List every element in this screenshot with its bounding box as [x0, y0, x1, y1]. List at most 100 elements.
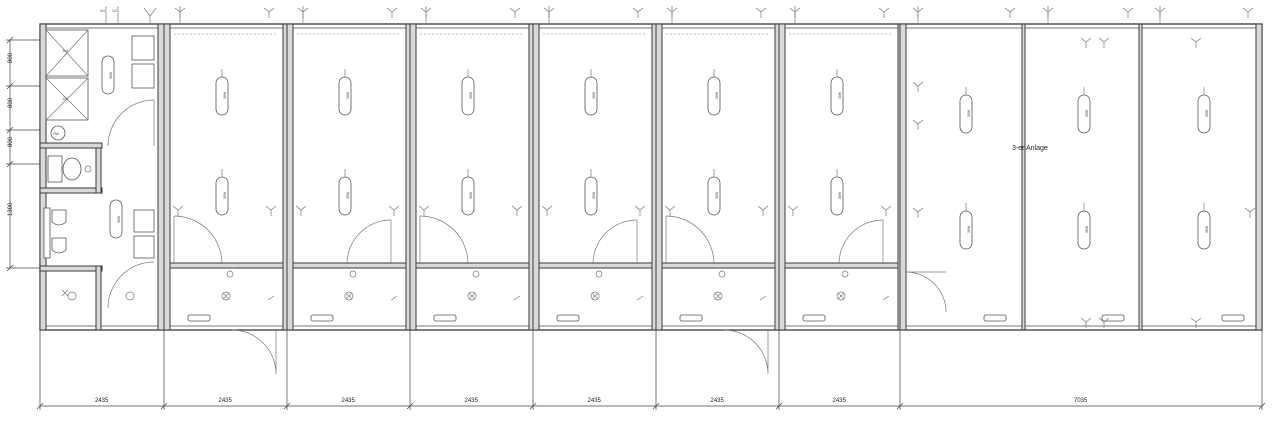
light-switch-icon [467, 291, 477, 301]
sensor-icon [390, 295, 398, 301]
interior-partition [292, 262, 407, 269]
shower-label: DU [63, 49, 69, 53]
light-switch-icon [345, 292, 353, 300]
dimension-tick [896, 402, 904, 410]
socket-icon [912, 119, 924, 130]
socket-icon [388, 205, 400, 216]
dimension-label: 2435 [588, 398, 602, 404]
door-swing [346, 219, 392, 265]
dimension-label: 800 [8, 136, 14, 147]
socket-icon [1098, 37, 1110, 48]
heater-icon [802, 314, 826, 322]
heater-icon [310, 314, 334, 322]
lamp-icon [101, 55, 115, 95]
lamp-label: 36W [838, 91, 842, 99]
socket-icon [880, 205, 892, 216]
module-wall [286, 23, 294, 331]
socket-icon [878, 7, 890, 18]
office-module: 36W 36W [286, 6, 411, 331]
heater-icon [1221, 314, 1245, 322]
lamp-label: 36W [1205, 109, 1209, 117]
dimension-label: 800 [8, 52, 14, 63]
module-wall [651, 23, 657, 331]
dimension-tick [529, 402, 537, 410]
module-wall [532, 23, 540, 331]
lamp-label: 36W [469, 91, 473, 99]
socket-icon [634, 205, 646, 216]
heater-icon [433, 314, 457, 322]
door-swing [665, 215, 715, 265]
dimension-label: 2435 [833, 398, 847, 404]
dimension-label: 1300 [8, 202, 14, 216]
door-swing [592, 219, 638, 265]
shower-label: DU [63, 97, 69, 101]
dimension-label: 2435 [465, 398, 479, 404]
dimension-label: 2435 [95, 398, 109, 404]
socket-icon [265, 205, 277, 216]
socket-icon [226, 270, 234, 278]
light-switch-icon [714, 292, 722, 300]
dimension-tick [1258, 402, 1266, 410]
heater-icon [983, 314, 1007, 322]
urinal-icon [51, 237, 67, 254]
interior-partition [784, 262, 899, 269]
heater-icon [1101, 314, 1125, 322]
room-label: 3-er Anlage [1012, 145, 1048, 152]
socket-icon [1098, 317, 1110, 328]
socket-icon [541, 205, 553, 216]
socket-icon [263, 7, 275, 18]
lamp-label: 36W [715, 91, 719, 99]
dimension-tick [6, 126, 14, 134]
socket-icon [1122, 7, 1134, 18]
socket-icon [1080, 37, 1092, 48]
socket-icon [1242, 7, 1254, 18]
valve-label: 3/4 [100, 9, 105, 13]
socket-icon [511, 205, 523, 216]
lamp-label: 36W [346, 91, 350, 99]
dimension-tick [36, 402, 44, 410]
light-switch-icon [837, 292, 845, 300]
sanitary-module: DU DU HW 36W 36W 3/4 [39, 6, 165, 331]
socket-icon [172, 205, 184, 216]
module-wall [163, 23, 171, 331]
dimension-label: 2435 [342, 398, 356, 404]
door-swing [419, 215, 469, 265]
lamp-label: 36W [715, 191, 719, 199]
socket-icon [295, 205, 307, 216]
lamp-label: 36W [592, 91, 596, 99]
outer-wall [39, 23, 1263, 331]
lamp-label: 36W [223, 191, 227, 199]
toilet-icon [62, 157, 82, 181]
dimension-tick [6, 160, 14, 168]
socket-icon [1244, 207, 1256, 218]
sensor-icon [882, 295, 890, 301]
lamp-label: 36W [1085, 225, 1089, 233]
wash-basin [131, 63, 155, 89]
lamp-label: 36W [592, 191, 596, 199]
socket-icon [755, 7, 767, 18]
door-swing [905, 271, 947, 313]
socket-icon [632, 7, 644, 18]
lamp-label: 36W [346, 191, 350, 199]
module-wall [778, 23, 786, 331]
door-swing [107, 261, 155, 309]
dimension-label: 7035 [1074, 398, 1088, 404]
lamp-label: 36W [1205, 225, 1209, 233]
socket-icon [1004, 7, 1016, 18]
heater-icon [679, 314, 703, 322]
sensor-icon [636, 295, 644, 301]
light-switch-icon [222, 292, 230, 300]
lamp-label: 36W [967, 225, 971, 233]
socket-icon [1190, 37, 1202, 48]
heater-label: HW [53, 132, 60, 136]
door-swing [173, 215, 223, 265]
wash-basin [133, 209, 155, 233]
dimension-tick [160, 402, 168, 410]
module-wall [655, 23, 663, 331]
socket-icon [664, 205, 676, 216]
lamp-label: 36W [109, 71, 113, 79]
